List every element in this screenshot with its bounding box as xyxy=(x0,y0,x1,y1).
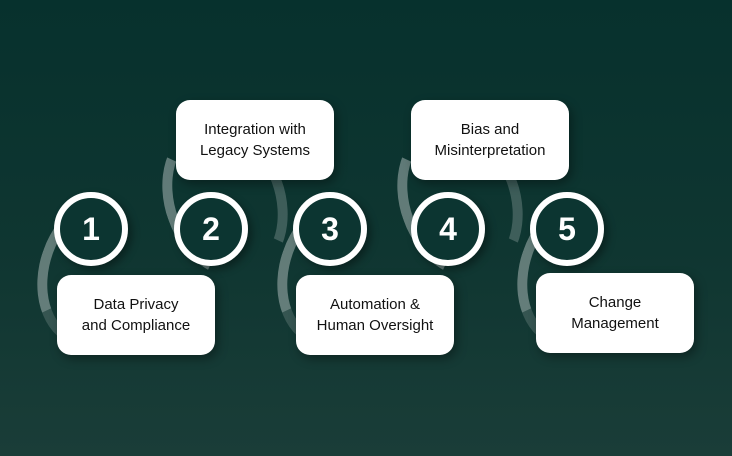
step-4-label: Bias and Misinterpretation xyxy=(434,121,546,159)
step-2-card: Integration with Legacy Systems xyxy=(176,100,334,180)
step-1-label: Data Privacy and Compliance xyxy=(81,296,191,334)
step-5-number: 5 xyxy=(558,210,576,247)
step-2-number-circle: 2 xyxy=(174,192,248,266)
step-5-number-circle: 5 xyxy=(530,192,604,266)
step-4-number: 4 xyxy=(439,210,457,247)
step-2-number: 2 xyxy=(202,210,220,247)
step-4-number-circle: 4 xyxy=(411,192,485,266)
step-5-label: Change Management xyxy=(571,294,659,332)
step-3-number-circle: 3 xyxy=(293,192,367,266)
step-1-number-circle: 1 xyxy=(54,192,128,266)
step-1-card: Data Privacy and Compliance xyxy=(57,275,215,355)
step-2-label: Integration with Legacy Systems xyxy=(199,121,311,159)
step-5-card: Change Management xyxy=(536,273,694,353)
step-3-number: 3 xyxy=(321,210,339,247)
step-4-card: Bias and Misinterpretation xyxy=(411,100,569,180)
step-3-label: Automation & Human Oversight xyxy=(316,296,434,334)
step-1-number: 1 xyxy=(82,210,100,247)
step-3-card: Automation & Human Oversight xyxy=(296,275,454,355)
